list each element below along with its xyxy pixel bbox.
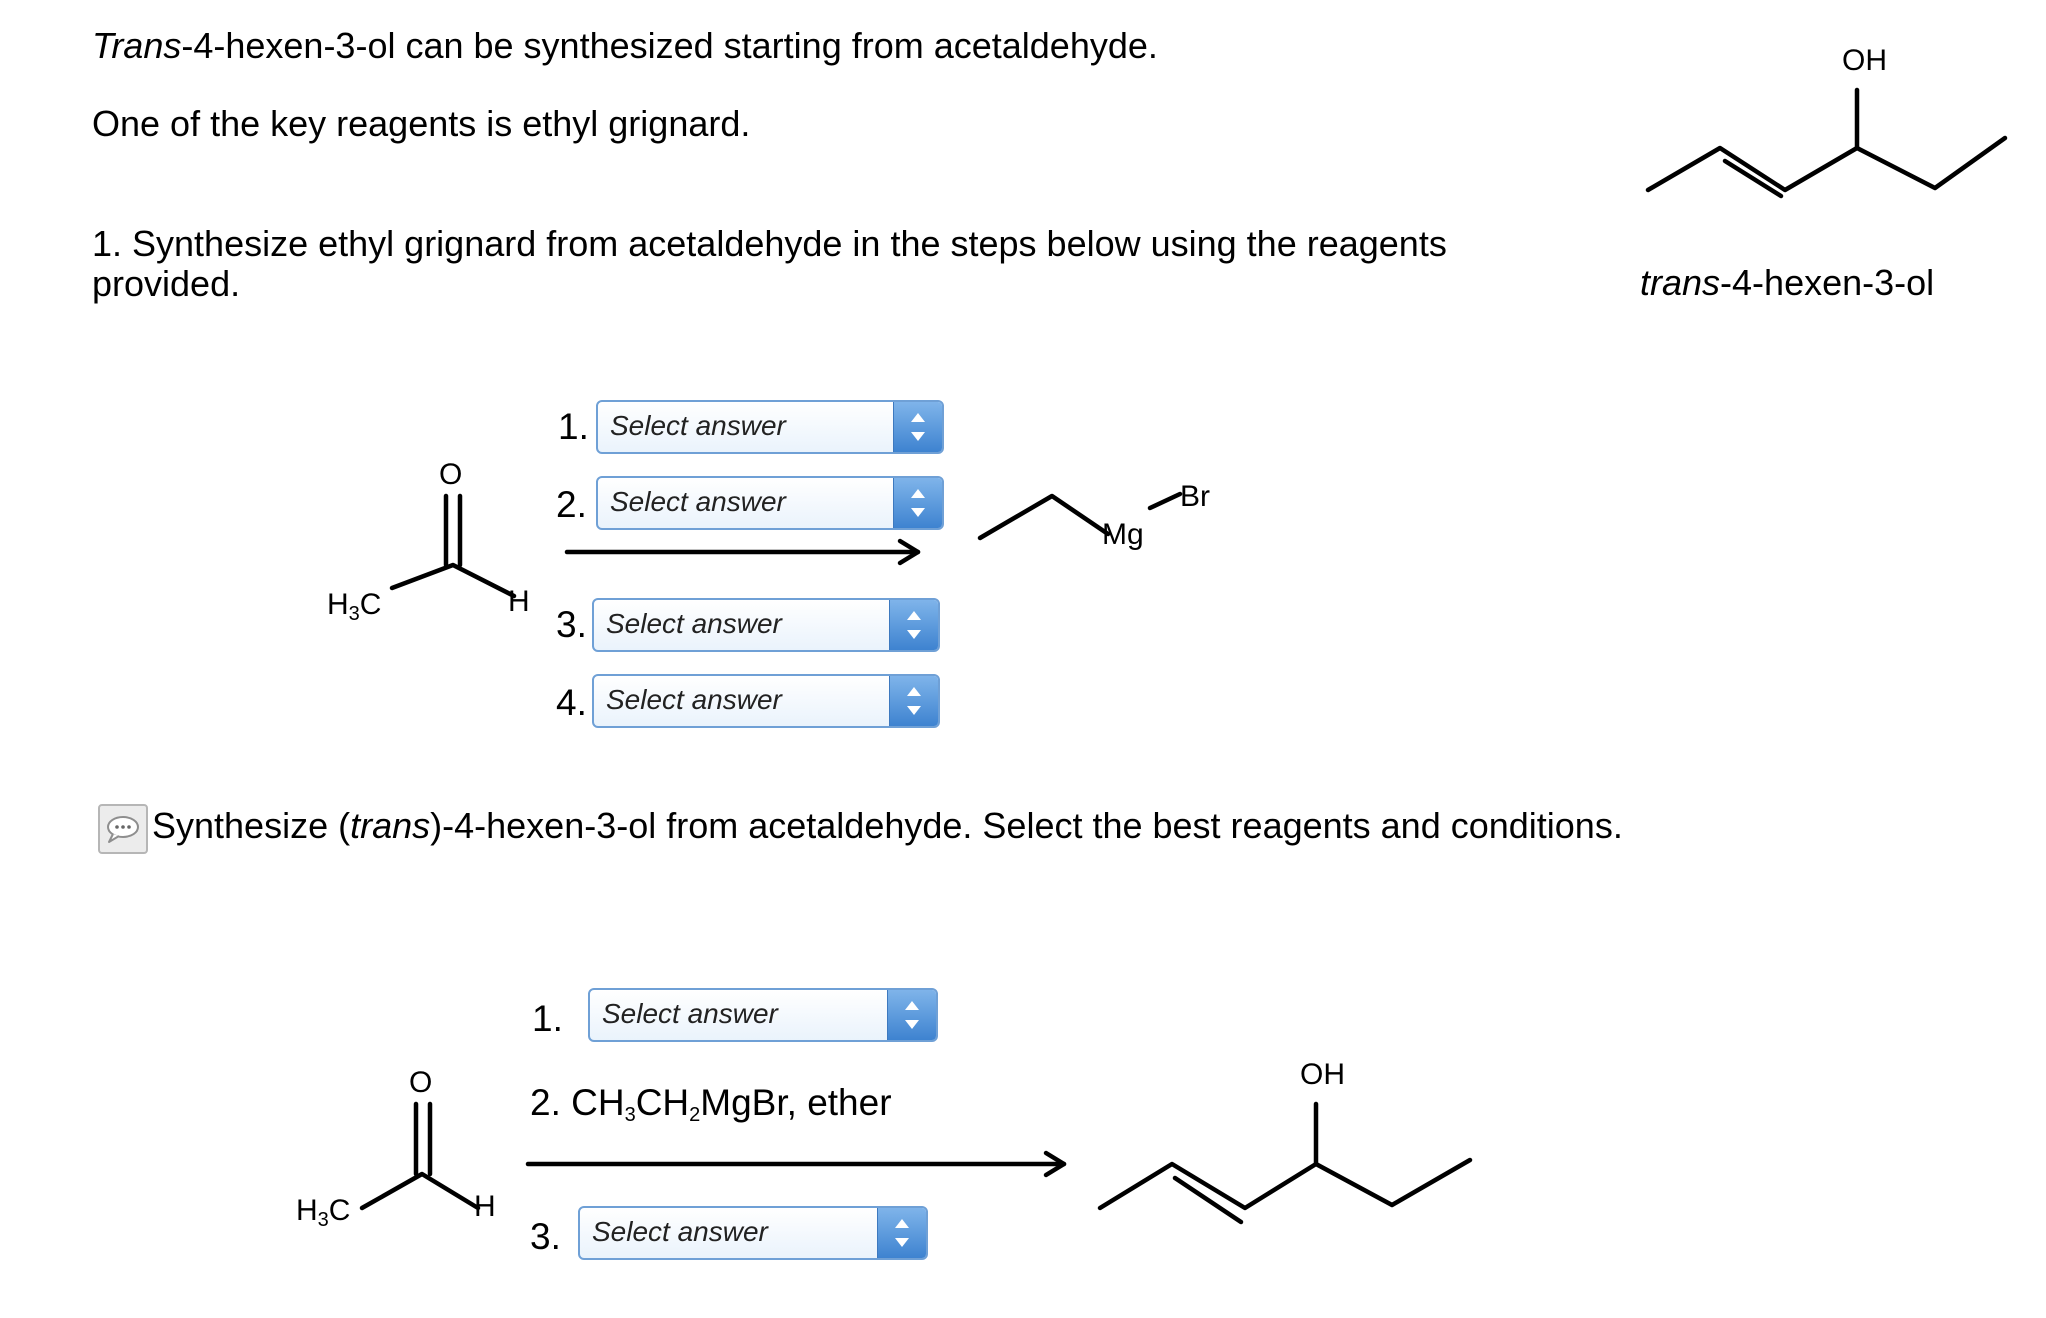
q1-step-2-select[interactable]: Select answer — [596, 476, 944, 530]
intro-italic-trans: Trans — [92, 25, 182, 66]
q1-step-1-number: 1. — [558, 406, 589, 447]
atom-h3c-1: H3C — [327, 588, 382, 625]
product-caption-text: -4-hexen-3-ol — [1720, 262, 1935, 303]
q2-step-3-select-value: Select answer — [592, 1216, 768, 1247]
q1-step-2-number: 2. — [556, 484, 587, 525]
q2-step-3-number: 3. — [530, 1216, 561, 1257]
product-caption-italic: trans — [1640, 262, 1721, 303]
reaction-arrow-1 — [564, 538, 921, 566]
q1-step-3-select[interactable]: Select answer — [592, 598, 940, 652]
product-structure-top — [1645, 87, 2008, 199]
atom-br: Br — [1180, 480, 1210, 513]
question-1-text: 1. Synthesize ethyl grignard from acetal… — [92, 223, 1447, 304]
atom-h-1: H — [508, 585, 530, 618]
q1-step-4-select-value: Select answer — [606, 684, 782, 715]
atom-oh-top: OH — [1842, 44, 1887, 77]
select-arrows-icon — [893, 478, 942, 528]
reaction-arrow-2 — [525, 1150, 1067, 1178]
product-structure-bottom — [1097, 1101, 1473, 1225]
atom-o-1: O — [439, 458, 463, 491]
select-arrows-icon — [893, 402, 942, 452]
select-arrows-icon — [889, 600, 938, 650]
acetaldehyde-structure-2 — [359, 1101, 481, 1211]
acetaldehyde-structure-1 — [389, 493, 517, 599]
q2-step-1-number: 1. — [532, 998, 563, 1039]
atom-mg: Mg — [1102, 518, 1144, 551]
q1-step-3-select-value: Select answer — [606, 608, 782, 639]
q1-step-4-select[interactable]: Select answer — [592, 674, 940, 728]
speech-bubble-icon — [107, 816, 139, 843]
q2-step-2-reagent: 2. CH3CH2MgBr, ether — [530, 1082, 892, 1126]
question-2-italic-trans: trans — [350, 805, 431, 846]
select-arrows-icon — [889, 676, 938, 726]
q2-step-3-select[interactable]: Select answer — [578, 1206, 928, 1260]
q1-step-2-select-value: Select answer — [610, 486, 786, 517]
intro-line-1-text: -4-hexen-3-ol can be synthesized startin… — [181, 25, 1158, 66]
q2-step-1-select[interactable]: Select answer — [588, 988, 938, 1042]
atom-h-2: H — [474, 1190, 496, 1223]
atom-o-2: O — [409, 1066, 433, 1099]
question-2-text: Synthesize (trans)-4-hexen-3-ol from ace… — [152, 805, 1623, 846]
atom-h3c-2: H3C — [296, 1194, 351, 1231]
select-arrows-icon — [887, 990, 936, 1040]
atom-oh-bottom: OH — [1300, 1058, 1345, 1091]
intro-line-1: Trans-4-hexen-3-ol can be synthesized st… — [92, 26, 1158, 66]
q1-step-4-number: 4. — [556, 682, 587, 723]
q1-step-3-number: 3. — [556, 604, 587, 645]
comment-icon[interactable] — [98, 804, 148, 854]
select-arrows-icon — [877, 1208, 926, 1258]
q1-step-1-select[interactable]: Select answer — [596, 400, 944, 454]
product-caption: trans-4-hexen-3-ol — [1640, 262, 1934, 304]
ethyl-grignard-structure — [977, 491, 1183, 541]
q2-step-1-select-value: Select answer — [602, 998, 778, 1029]
intro-line-2: One of the key reagents is ethyl grignar… — [92, 103, 751, 144]
q1-step-1-select-value: Select answer — [610, 410, 786, 441]
